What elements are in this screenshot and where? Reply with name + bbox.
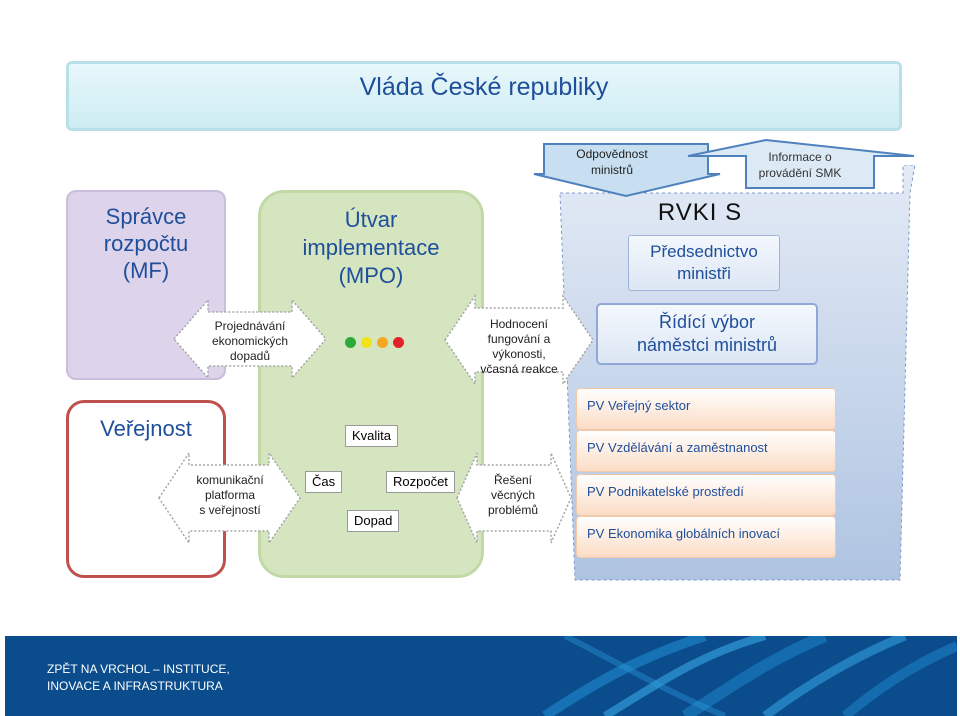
impl-line-3: (MPO) <box>338 263 404 288</box>
impact-box: Dopad <box>347 510 400 532</box>
impact-double-arrow <box>173 298 327 380</box>
solutions-arrow-label: Řešení věcných problémů <box>463 473 563 518</box>
communication-double-arrow <box>158 451 301 545</box>
working-group-4-label: PV Ekonomika globálních inovací <box>587 526 780 541</box>
responsibility-label: Odpovědnost ministrů <box>562 146 662 178</box>
evaluation-line-1: Hodnocení <box>489 317 549 331</box>
footer-decoration <box>542 636 957 716</box>
footer-line-2: INOVACE A INFRASTRUKTURA <box>47 679 223 693</box>
presidium-box: Předsednictvo ministři <box>628 235 780 291</box>
impl-line-1: Útvar <box>344 207 398 232</box>
working-group-2: PV Vzdělávání a zaměstnanost <box>576 430 836 472</box>
budget-admin-line-2: rozpočtu <box>103 231 189 256</box>
working-group-2-label: PV Vzdělávání a zaměstnanost <box>587 440 768 455</box>
impact-line-2: ekonomických <box>211 334 289 348</box>
solutions-line-3: problémů <box>487 503 539 517</box>
rvkis-title: RVKI S <box>657 199 743 226</box>
solutions-double-arrow <box>456 452 572 544</box>
footer-text: ZPĚT NA VRCHOL – INSTITUCE, INOVACE A IN… <box>47 661 230 695</box>
impl-line-2: implementace <box>302 235 440 260</box>
steering-line-2: náměstci ministrů <box>636 335 778 355</box>
communication-arrow-label: komunikační platforma s veřejností <box>170 473 290 518</box>
status-light-orange <box>377 337 388 348</box>
smk-info-line-1: Informace o <box>768 150 832 164</box>
footer-line-1: ZPĚT NA VRCHOL – INSTITUCE, <box>47 662 230 676</box>
presidium-line-1: Předsednictvo <box>650 242 758 261</box>
working-group-1: PV Veřejný sektor <box>576 388 836 430</box>
smk-info-arrow <box>687 138 915 189</box>
working-group-3: PV Podnikatelské prostředí <box>576 474 836 516</box>
budget-admin-title: Správce rozpočtu (MF) <box>66 203 226 284</box>
government-box <box>66 61 902 131</box>
evaluation-line-2: fungování a <box>487 332 551 346</box>
communication-line-2: platforma <box>204 488 256 502</box>
smk-info-line-2: provádění SMK <box>758 166 842 180</box>
public-title: Veřejnost <box>100 416 192 441</box>
evaluation-line-3: výkonosti, <box>492 347 546 361</box>
smk-info-label: Informace o provádění SMK <box>745 149 855 181</box>
evaluation-line-4: včasná reakce <box>480 362 558 376</box>
presidium-line-2: ministři <box>677 264 731 283</box>
footer-banner <box>5 636 957 716</box>
steering-line-1: Řídící výbor <box>658 312 756 332</box>
impact-line-1: Projednávání <box>214 319 286 333</box>
budget-admin-line-3: (MF) <box>122 258 170 283</box>
quality-box: Kvalita <box>345 425 399 447</box>
evaluation-double-arrow <box>444 294 594 386</box>
government-title: Vláda České republiky <box>359 73 609 101</box>
responsibility-arrow <box>533 143 721 198</box>
responsibility-line-1: Odpovědnost <box>576 147 648 161</box>
solutions-line-2: věcných <box>490 488 536 502</box>
status-light-green <box>345 337 356 348</box>
responsibility-line-2: ministrů <box>590 163 633 177</box>
impact-arrow-label: Projednávání ekonomických dopadů <box>190 319 310 364</box>
solutions-line-1: Řešení <box>493 473 533 487</box>
working-group-3-label: PV Podnikatelské prostředí <box>587 484 744 499</box>
status-light-yellow <box>361 337 372 348</box>
status-light-red <box>393 337 404 348</box>
working-group-1-label: PV Veřejný sektor <box>587 398 691 413</box>
budget-admin-line-1: Správce <box>105 204 187 229</box>
evaluation-arrow-label: Hodnocení fungování a výkonosti, včasná … <box>459 317 579 377</box>
time-box: Čas <box>305 471 343 493</box>
budget-box: Rozpočet <box>386 471 455 493</box>
communication-line-3: s veřejností <box>199 503 261 517</box>
implementation-unit-title: Útvar implementace (MPO) <box>258 206 484 290</box>
steering-committee-box: Řídící výbor náměstci ministrů <box>596 303 818 365</box>
working-group-4: PV Ekonomika globálních inovací <box>576 516 836 558</box>
impact-line-3: dopadů <box>229 349 271 363</box>
communication-line-1: komunikační <box>196 473 264 487</box>
